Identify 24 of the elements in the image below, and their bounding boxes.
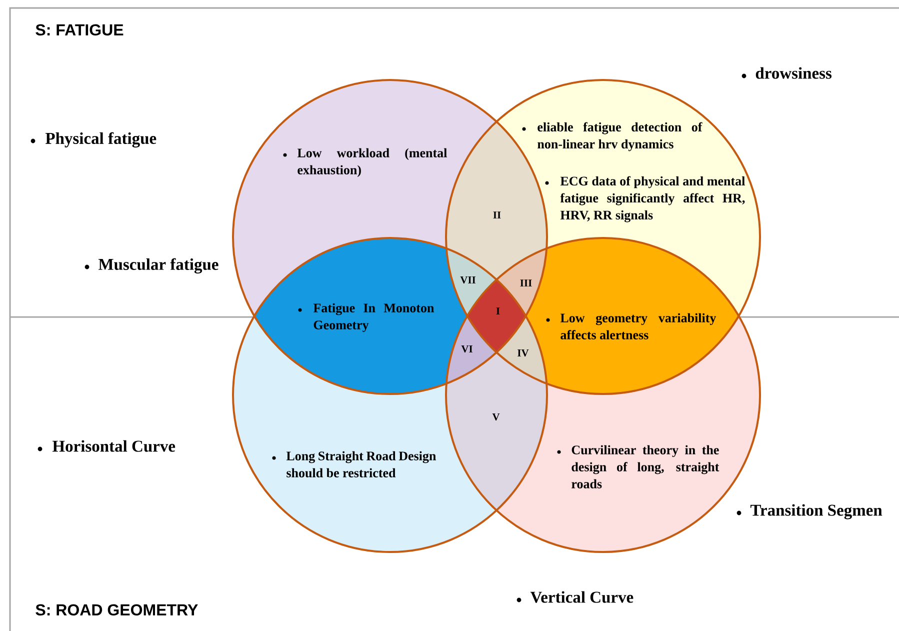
region-number: IV: [518, 349, 529, 356]
bullet-item: Low geometry variability affects alertness: [546, 313, 716, 340]
section-heading: S: FATIGUE: [36, 24, 124, 36]
venn-circle: [232, 237, 548, 553]
section-heading: S: ROAD GEOMETRY: [36, 604, 198, 616]
bullet-item: Physical fatigue: [30, 132, 156, 148]
region-number: I: [496, 308, 500, 314]
bullet-item: drowsiness: [742, 67, 832, 79]
region-number: V: [492, 413, 500, 420]
region-number: III: [520, 280, 532, 286]
bullet-item: Muscular fatigue: [84, 258, 218, 274]
venn-circle: [445, 79, 761, 395]
region-number: VII: [460, 276, 476, 284]
region-number: VI: [461, 345, 472, 352]
bullet-item: Fatigue In Monoton Geometry: [298, 303, 434, 332]
bullet-item: Vertical Curve: [516, 591, 634, 603]
bullet-item: Horisontal Curve: [38, 440, 176, 452]
region-number: II: [493, 212, 501, 218]
bullet-item: Transition Segmen: [736, 504, 882, 520]
bullet-item: Long Straight Road Design should be restricted: [272, 451, 436, 478]
bullet-item: Curvilinear theory in the design of long, straight roads: [557, 445, 720, 488]
bullet-item: eliable fatigue detection of non-linear hrv dynamics: [522, 122, 702, 152]
bullet-item: ECG data of physical and mental fatigue significantly affect HR, HRV, RR signals: [545, 176, 745, 222]
bullet-item: Low workload (mental exhaustion): [283, 148, 447, 177]
